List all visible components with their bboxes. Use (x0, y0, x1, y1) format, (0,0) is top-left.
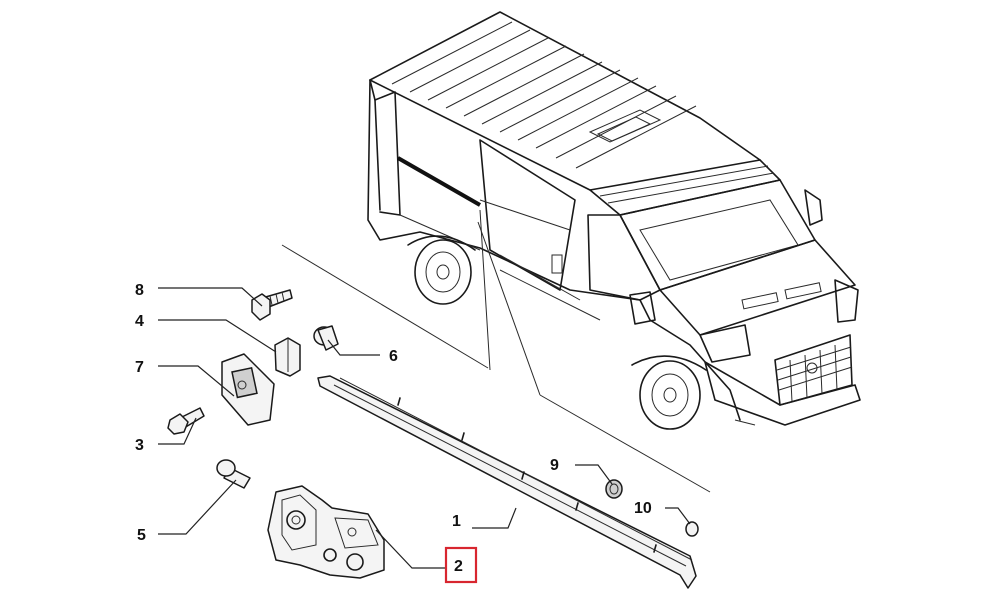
callout-7[interactable]: 7 (135, 359, 144, 376)
part-10-washer (685, 521, 699, 537)
callout-4[interactable]: 4 (135, 313, 144, 330)
callout-9[interactable]: 9 (550, 457, 559, 474)
guide-lines (281, 209, 711, 493)
callout-2-highlight-box (444, 546, 478, 584)
part-6-plug (313, 325, 339, 351)
callout-1[interactable]: 1 (452, 513, 461, 530)
callout-6[interactable]: 6 (389, 348, 398, 365)
callout-10[interactable]: 10 (634, 500, 652, 517)
part-2-roller-assembly (267, 485, 385, 579)
part-4-clip (274, 337, 301, 377)
part-8-bolt (251, 289, 293, 321)
part-7-bracket (221, 353, 275, 426)
part-1-moulding-strip (317, 375, 697, 589)
van-illustration (367, 11, 861, 430)
callout-3[interactable]: 3 (135, 437, 144, 454)
callout-5[interactable]: 5 (137, 527, 146, 544)
part-5-screw (216, 459, 251, 489)
part-3-screw (167, 407, 205, 435)
part-9-cap (605, 479, 623, 499)
callout-2[interactable]: 2 (454, 558, 463, 575)
callouts: 8 4 7 3 5 6 1 9 10 2 (135, 282, 652, 584)
leader-lines (158, 287, 691, 569)
callout-8[interactable]: 8 (135, 282, 144, 299)
